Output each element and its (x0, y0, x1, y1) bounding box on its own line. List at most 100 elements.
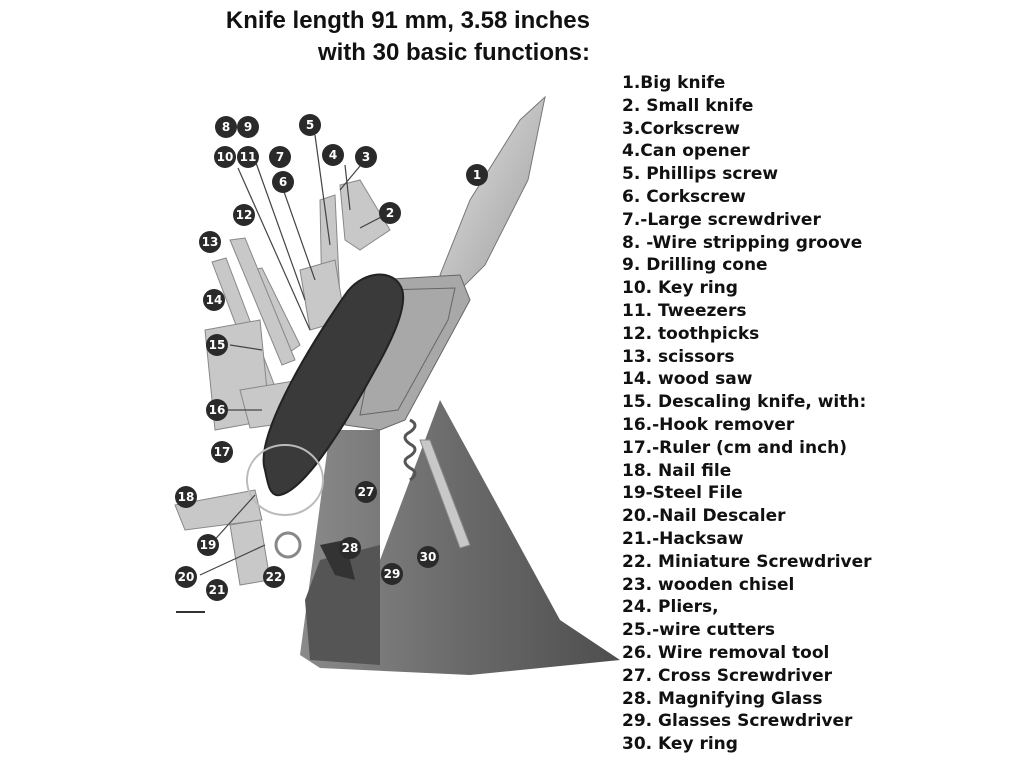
number-badge-circle (214, 146, 236, 168)
function-item: 17.-Ruler (cm and inch) (622, 437, 848, 458)
number-badge-circle (466, 164, 488, 186)
function-item: 7.-Large screwdriver (622, 209, 821, 230)
number-badge-label: 18 (178, 490, 195, 504)
number-badge-label: 22 (266, 570, 283, 584)
number-badge-label: 10 (217, 150, 234, 164)
number-badge-label: 21 (209, 583, 226, 597)
function-item: 15. Descaling knife, with: (622, 392, 867, 413)
function-item: 12. toothpicks (622, 323, 760, 344)
number-badge-label: 30 (420, 550, 437, 564)
function-item: 19-Steel File (622, 483, 743, 504)
number-badge-label: 16 (209, 403, 226, 417)
number-badge: 19 (197, 534, 219, 556)
function-item: 26. Wire removal tool (622, 642, 830, 663)
number-badge-circle (206, 399, 228, 421)
function-item: 16.-Hook remover (622, 414, 795, 435)
number-badge-circle (197, 534, 219, 556)
function-item: 20.-Nail Descaler (622, 506, 786, 527)
number-badge-label: 29 (384, 567, 401, 581)
corkscrew (403, 418, 417, 482)
number-badge-circle (355, 146, 377, 168)
number-badge-label: 7 (276, 150, 284, 164)
number-badge: 1 (466, 164, 488, 186)
knife-handle (262, 273, 405, 497)
diagram-title-line-2: with 30 basic functions: (317, 39, 590, 66)
function-item: 27. Cross Screwdriver (622, 665, 833, 686)
number-badge-circle (199, 231, 221, 253)
number-badge-circle (237, 116, 259, 138)
leader-lines (199, 134, 386, 576)
number-badge: 14 (203, 289, 225, 311)
number-badge-circle (299, 114, 321, 136)
key-ring (274, 531, 302, 559)
number-badge-circle (175, 566, 197, 588)
number-badge-circle (339, 537, 361, 559)
function-item: 18. Nail file (622, 460, 732, 481)
number-badge-label: 27 (358, 485, 375, 499)
number-badge-label: 9 (244, 120, 252, 134)
number-badge-circle (269, 146, 291, 168)
number-badge-label: 4 (329, 148, 337, 162)
number-badge-circle (203, 289, 225, 311)
function-item: 22. Miniature Screwdriver (622, 551, 872, 572)
number-badge: 16 (206, 399, 228, 421)
number-badge: 7 (269, 146, 291, 168)
number-badge-label: 12 (236, 208, 253, 222)
number-badge-label: 2 (386, 206, 394, 220)
function-item: 24. Pliers, (622, 597, 719, 618)
number-badge: 27 (355, 481, 377, 503)
function-item: 14. wood saw (622, 369, 753, 390)
function-item: 8. -Wire stripping groove (622, 232, 863, 253)
number-badge-label: 5 (306, 118, 314, 132)
number-badge-circle (322, 144, 344, 166)
number-badge-label: 6 (279, 175, 287, 189)
number-badge-circle (355, 481, 377, 503)
number-badge-circle (237, 146, 259, 168)
number-badge: 22 (263, 566, 285, 588)
number-badge-circle (263, 566, 285, 588)
function-item: 10. Key ring (622, 278, 738, 299)
diagram-title-line-1: Knife length 91 mm, 3.58 inches (225, 7, 590, 34)
number-badge-circle (206, 579, 228, 601)
number-badge-circle (272, 171, 294, 193)
number-badge: 30 (417, 546, 439, 568)
number-badge: 17 (211, 441, 233, 463)
function-item: 28. Magnifying Glass (622, 688, 823, 709)
function-item: 30. Key ring (622, 734, 738, 755)
number-badge-circle (211, 441, 233, 463)
function-item: 6. Corkscrew (622, 186, 746, 207)
number-badge-circle (379, 202, 401, 224)
number-badge: 3 (355, 146, 377, 168)
function-item: 1.Big knife (622, 73, 726, 93)
number-badge-label: 17 (214, 445, 231, 459)
function-item: 25.-wire cutters (622, 620, 775, 641)
number-badge: 10 (214, 146, 236, 168)
number-badge: 6 (272, 171, 294, 193)
number-badge: 15 (206, 334, 228, 356)
number-badge-circle (206, 334, 228, 356)
number-badge: 9 (237, 116, 259, 138)
number-badge-label: 14 (206, 293, 223, 307)
number-badge-label: 15 (209, 338, 226, 352)
big-knife-blade (439, 95, 546, 291)
number-badge: 28 (339, 537, 361, 559)
number-badge: 4 (322, 144, 344, 166)
function-item: 3.Corkscrew (622, 118, 740, 139)
number-badge-circle (215, 116, 237, 138)
number-badge-label: 20 (178, 570, 195, 584)
function-item: 11. Tweezers (622, 300, 747, 321)
number-badge: 20 (175, 566, 197, 588)
number-badge: 12 (233, 204, 255, 226)
number-badge-label: 1 (473, 168, 481, 182)
number-badge: 5 (299, 114, 321, 136)
function-item: 23. wooden chisel (622, 574, 795, 595)
function-item: 13. scissors (622, 346, 735, 367)
number-badge-label: 13 (202, 235, 219, 249)
number-badge-label: 19 (200, 538, 217, 552)
number-badge: 21 (206, 579, 228, 601)
function-item: 2. Small knife (622, 95, 754, 116)
number-badge: 2 (379, 202, 401, 224)
